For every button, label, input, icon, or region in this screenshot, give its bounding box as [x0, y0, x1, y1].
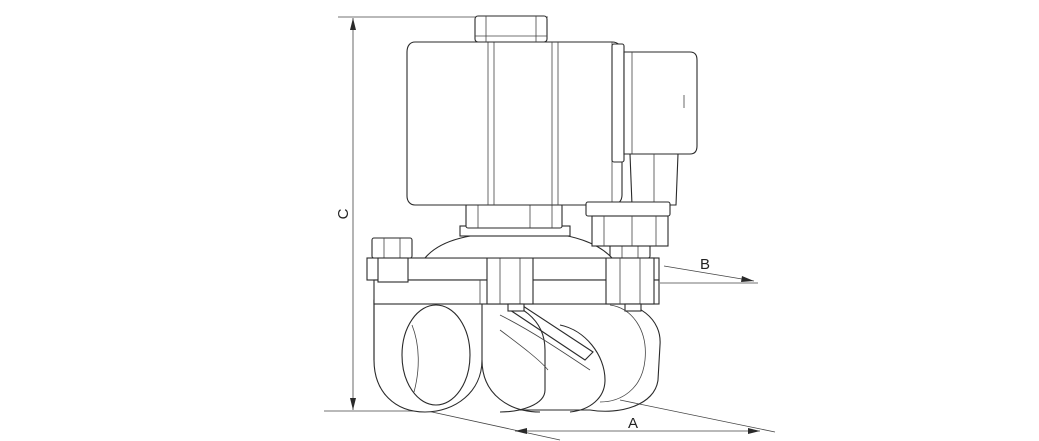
middle-chamber-line	[499, 329, 549, 371]
bolt-shank-center	[486, 257, 534, 305]
dimension-a-right-extension	[619, 399, 776, 433]
top-nut	[474, 15, 548, 43]
armature-nut	[465, 203, 563, 229]
bolt-head-left	[371, 237, 413, 259]
dimension-b-label: B	[700, 256, 710, 273]
gland-body	[591, 215, 669, 247]
dimension-a-arrow-left	[515, 428, 527, 434]
dimension-c-arrow-top	[350, 18, 356, 30]
middle-chamber-outline	[484, 299, 546, 413]
front-port	[373, 299, 483, 413]
dimension-c-arrow-bottom	[350, 398, 356, 410]
connector-gasket	[611, 43, 625, 163]
dimension-a: A	[399, 399, 776, 441]
cable-gland	[585, 201, 671, 247]
internal-stem	[508, 303, 594, 361]
front-port-opening	[401, 304, 471, 406]
bonnet	[423, 225, 614, 259]
gland-cap	[585, 201, 671, 217]
nut-body	[465, 203, 563, 229]
valve-body	[373, 299, 661, 413]
dimension-a-arrow-right	[748, 428, 760, 434]
top-nut-body	[474, 15, 548, 43]
bolt-shank-right	[605, 257, 655, 305]
bolt-tip-right	[624, 303, 642, 312]
outlet-curve	[559, 324, 606, 413]
dimension-c-label: C	[335, 208, 352, 219]
din-connector	[611, 43, 698, 206]
bolt-tip-center	[507, 303, 525, 312]
dimension-b-line	[663, 265, 755, 282]
bolt-shank-left	[377, 257, 409, 283]
body-bottom-curve	[481, 359, 541, 413]
rear-port-inner	[599, 304, 646, 403]
dimension-a-label: A	[628, 415, 638, 432]
front-port-inner-wall	[411, 324, 419, 393]
diaphragm-guide-line	[499, 314, 591, 371]
coil-body	[406, 41, 623, 206]
coil-housing	[406, 41, 623, 206]
dimension-b-arrow	[741, 276, 754, 282]
connector-body	[623, 51, 698, 155]
dimension-b: B	[660, 256, 758, 284]
